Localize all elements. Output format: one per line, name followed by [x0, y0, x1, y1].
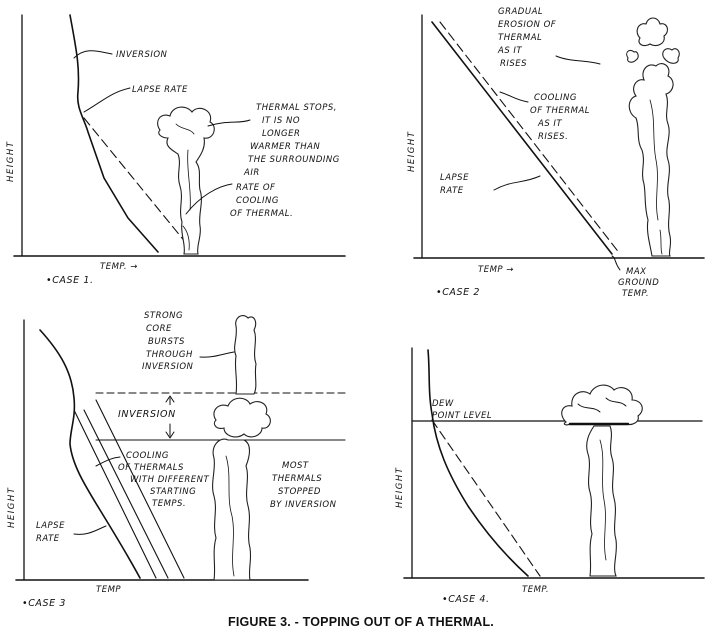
case-3-panel: INVERSION STRONG CORE BURSTS THROUGH INV…	[7, 311, 346, 609]
case-2-y-axis-label: HEIGHT	[407, 131, 417, 172]
case-2-max-ground-temp-note: MAX GROUND TEMP.	[618, 267, 663, 299]
case-2-eroded-puff-1	[636, 17, 669, 47]
case-2-lapse-rate-note: LAPSE RATE	[440, 173, 472, 196]
case-3-cooling-note: COOLING OF THERMALS WITH DIFFERENT START…	[118, 451, 212, 509]
case-1-rate-of-cooling-note: RATE OF COOLING OF THERMAL.	[230, 183, 293, 219]
case-3-core-leader	[199, 351, 235, 358]
case-1-x-axis-label: TEMP. →	[100, 262, 138, 272]
case-3-inversion-label-bg	[116, 405, 196, 420]
case-3-x-axis-label: TEMP	[96, 585, 121, 595]
case-3-most-thermals-note: MOST THERMALS STOPPED BY INVERSION	[270, 461, 337, 510]
case-3-thermal-column	[212, 438, 252, 581]
case-4-y-axis-label: HEIGHT	[395, 467, 405, 508]
case-2-cooling-leader	[499, 91, 529, 103]
case-3-thermal-line-2	[83, 409, 169, 579]
case-3-strong-core	[234, 315, 257, 395]
case-2-eroded-puff-3	[626, 49, 639, 63]
case-1-cooling-leader	[185, 183, 233, 215]
case-1-lapse-rate-curve	[69, 14, 159, 253]
case-1-thermal-stops-note: THERMAL STOPS, IT IS NO LONGER WARMER TH…	[243, 103, 343, 178]
case-1-lapse-rate-label: LAPSE RATE	[132, 85, 188, 95]
case-3-stopped-tops	[213, 397, 271, 438]
case-2-max-temp-leader	[611, 255, 621, 271]
case-4-panel: DEW POINT LEVEL HEIGHT TEMP. •CASE 4.	[395, 347, 705, 605]
case-4-thermal-column	[586, 425, 617, 577]
case-3-thermal-line-3	[95, 399, 185, 579]
case-4-cloud-shading	[577, 397, 627, 413]
case-3-lapse-rate-note: LAPSE RATE	[36, 521, 68, 544]
case-4-column-shading	[599, 439, 607, 561]
case-2-lapse-leader	[493, 175, 541, 191]
case-3-y-axis-label: HEIGHT	[7, 487, 17, 528]
case-2-eroded-puff-2	[662, 48, 680, 64]
case-1-panel: INVERSION LAPSE RATE THERMAL STOPS, IT I…	[6, 14, 346, 286]
figure-caption: FIGURE 3. - TOPPING OUT OF A THERMAL.	[228, 615, 494, 629]
case-1-y-axis-label: HEIGHT	[6, 141, 16, 182]
case-3-inversion-label: INVERSION	[118, 409, 176, 420]
case-2-erosion-note: GRADUAL EROSION OF THERMAL AS IT RISES	[497, 7, 559, 69]
case-4-dew-point-note: DEW POINT LEVEL	[432, 399, 492, 421]
case-3-label: •CASE 3	[22, 598, 66, 609]
case-2-lapse-rate-line	[431, 21, 613, 255]
case-2-plume-shading	[649, 99, 663, 255]
case-1-thermal-cooling-line	[83, 117, 196, 255]
case-1-plume-shading	[175, 123, 195, 251]
case-3-lapse-leader	[73, 525, 107, 535]
case-4-lapse-rate-curve	[427, 349, 529, 577]
case-2-thermal-plume	[628, 63, 674, 257]
case-1-label: •CASE 1.	[46, 275, 94, 286]
case-2-cooling-note: COOLING OF THERMAL AS IT RISES.	[530, 93, 593, 142]
case-4-x-axis-label: TEMP.	[522, 585, 549, 595]
case-3-lapse-rate-curve	[39, 329, 141, 579]
case-1-inversion-leader	[73, 50, 113, 59]
case-2-panel: GRADUAL EROSION OF THERMAL AS IT RISES C…	[407, 7, 705, 299]
case-2-x-axis-label: TEMP →	[478, 265, 514, 275]
case-3-column-shading	[225, 455, 235, 577]
case-2-erosion-leader	[555, 55, 601, 65]
case-4-thermal-cooling-line	[431, 419, 541, 577]
case-3-strong-core-note: STRONG CORE BURSTS THROUGH INVERSION	[142, 311, 196, 372]
case-3-cooling-leader	[95, 456, 121, 467]
case-1-inversion-label: INVERSION	[116, 50, 168, 60]
case-4-cumulus-cloud	[561, 384, 643, 426]
case-1-thermal-plume	[157, 106, 215, 255]
case-3-inversion-arrows	[165, 395, 175, 439]
case-2-thermal-cooling-line	[439, 21, 621, 255]
case-1-lapse-leader	[83, 87, 131, 113]
case-3-thermal-line-1	[73, 409, 157, 579]
case-2-label: •CASE 2	[436, 287, 480, 298]
case-4-label: •CASE 4.	[442, 594, 490, 605]
case-1-stop-leader	[207, 119, 251, 127]
